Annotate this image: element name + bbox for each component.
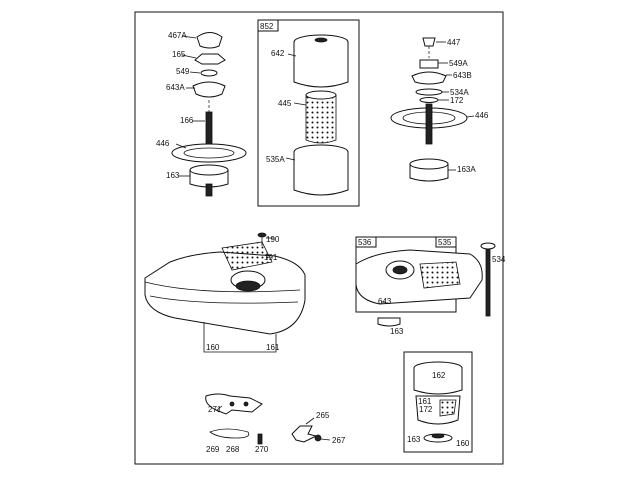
label-163-mid: 163 <box>390 327 404 336</box>
label-534: 534 <box>492 255 506 264</box>
label-165: 165 <box>172 50 186 59</box>
clip-parts <box>291 417 331 443</box>
label-163a: 163A <box>457 165 476 174</box>
screw-267 <box>314 434 322 442</box>
label-642: 642 <box>271 49 285 58</box>
label-535a: 535A <box>266 155 285 164</box>
label-446-right: 446 <box>475 111 489 120</box>
fuel-tank <box>144 232 306 353</box>
spacer-643 <box>377 317 401 327</box>
label-162: 162 <box>432 371 446 380</box>
box-fuel-cup <box>403 351 473 453</box>
label-643b: 643B <box>453 71 472 80</box>
diagram-frame <box>134 11 504 465</box>
cover-643b <box>411 71 447 85</box>
housing-535 <box>355 249 483 305</box>
screw-447 <box>422 37 436 47</box>
element-536 <box>419 261 461 289</box>
label-161: 161 <box>266 343 280 352</box>
screw-270 <box>257 433 263 445</box>
label-190: 190 <box>266 235 280 244</box>
cup-162 <box>413 368 463 395</box>
label-270: 270 <box>255 445 269 454</box>
label-269: 269 <box>206 445 220 454</box>
label-534a: 534A <box>450 88 469 97</box>
cover-642 <box>293 42 349 88</box>
right-breather-stack <box>390 37 475 182</box>
label-467a: 467A <box>168 31 187 40</box>
fuel-cup-box <box>403 351 473 453</box>
label-166: 166 <box>180 116 194 125</box>
label-268: 268 <box>226 445 240 454</box>
tank-bracket <box>203 322 277 353</box>
label-549a: 549A <box>449 59 468 68</box>
filter-445 <box>305 94 337 144</box>
plate-446-left <box>171 143 247 163</box>
label-643: 643 <box>378 297 392 306</box>
label-172b: 172 <box>419 405 433 414</box>
dipstick-534 <box>485 245 491 317</box>
label-163-left: 163 <box>166 171 180 180</box>
label-267: 267 <box>332 436 346 445</box>
air-cleaner-box <box>257 19 360 207</box>
decal-191 <box>221 241 273 271</box>
gasket-268 <box>209 428 250 439</box>
label-191: 191 <box>264 253 278 262</box>
clip-265 <box>291 425 318 443</box>
stud-166 <box>205 111 213 148</box>
label-447: 447 <box>447 38 461 47</box>
cover-643a <box>192 81 226 98</box>
label-446-left: 446 <box>156 139 170 148</box>
precleaner-535a <box>293 152 349 196</box>
label-536: 536 <box>358 238 372 247</box>
box-852 <box>257 19 360 207</box>
label-160: 160 <box>206 343 220 352</box>
label-445: 445 <box>278 99 292 108</box>
label-172: 172 <box>450 96 464 105</box>
washer-172 <box>419 97 439 103</box>
carburetor-box <box>355 236 496 327</box>
bracket-parts <box>205 393 263 445</box>
gasket-534a <box>415 88 443 96</box>
tank-160 <box>144 251 306 335</box>
label-271: 271 <box>208 405 222 414</box>
label-643a: 643A <box>166 83 185 92</box>
washer-549 <box>200 69 218 77</box>
label-161b: 161 <box>418 397 432 406</box>
label-163b: 163 <box>407 435 421 444</box>
label-549: 549 <box>176 67 190 76</box>
label-852: 852 <box>260 22 274 31</box>
cap-467a <box>196 32 223 49</box>
wing-nut-165 <box>194 53 226 65</box>
left-breather-stack <box>171 32 247 197</box>
label-535: 535 <box>438 238 452 247</box>
label-265: 265 <box>316 411 330 420</box>
label-160b: 160 <box>456 439 470 448</box>
nut-549a <box>419 59 439 69</box>
